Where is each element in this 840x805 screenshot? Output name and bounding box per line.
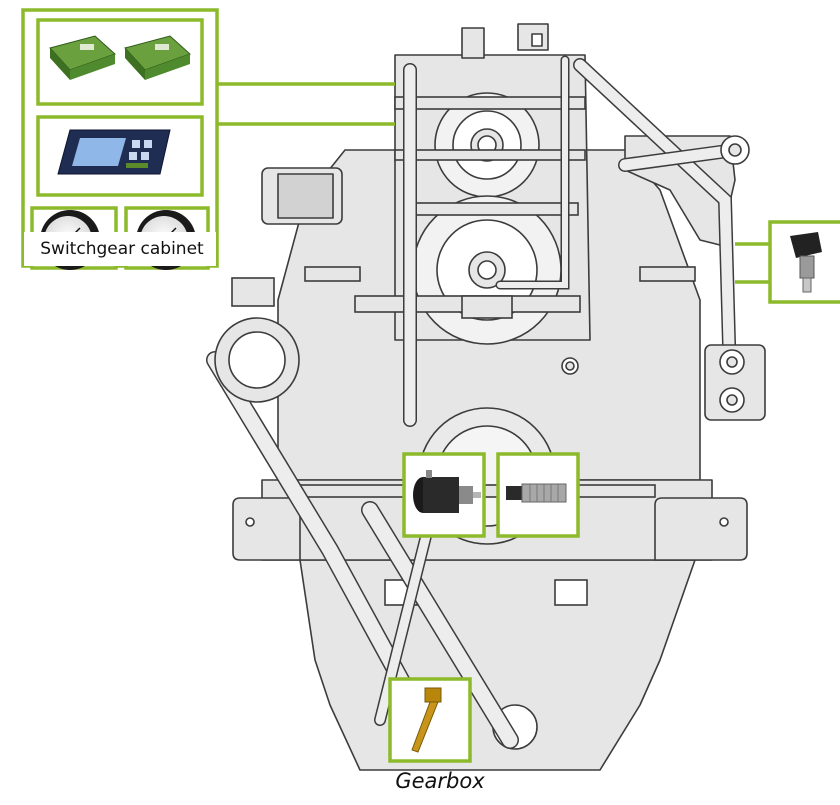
pressure-sensor-icon [790, 232, 822, 293]
gearbox-label: Gearbox [395, 769, 485, 793]
auxiliary-block-inner [277, 173, 334, 219]
top-cap-right [517, 23, 549, 51]
proximity-sensor-icon [506, 483, 567, 503]
speed-sensor-small [496, 452, 580, 538]
thermometer-sensor-icon [411, 687, 442, 753]
connector-lines [217, 82, 770, 284]
right-pump [704, 135, 766, 421]
speed-sensor-icon [413, 470, 481, 513]
top-breather [531, 33, 543, 47]
converter-module-icon [49, 35, 191, 80]
oil-piping [206, 55, 742, 749]
temperature-sensor [388, 677, 472, 763]
speed-sensor-large [402, 452, 486, 538]
top-cap-left [461, 27, 485, 59]
pressure-transmitter [768, 220, 840, 304]
right-flange [654, 497, 748, 561]
left-flange [232, 497, 301, 561]
switchgear-cabinet [21, 8, 219, 270]
display-panel-icon [57, 129, 171, 175]
switchgear-cabinet-label: Switchgear cabinet [40, 239, 204, 259]
left-filter [214, 317, 300, 403]
